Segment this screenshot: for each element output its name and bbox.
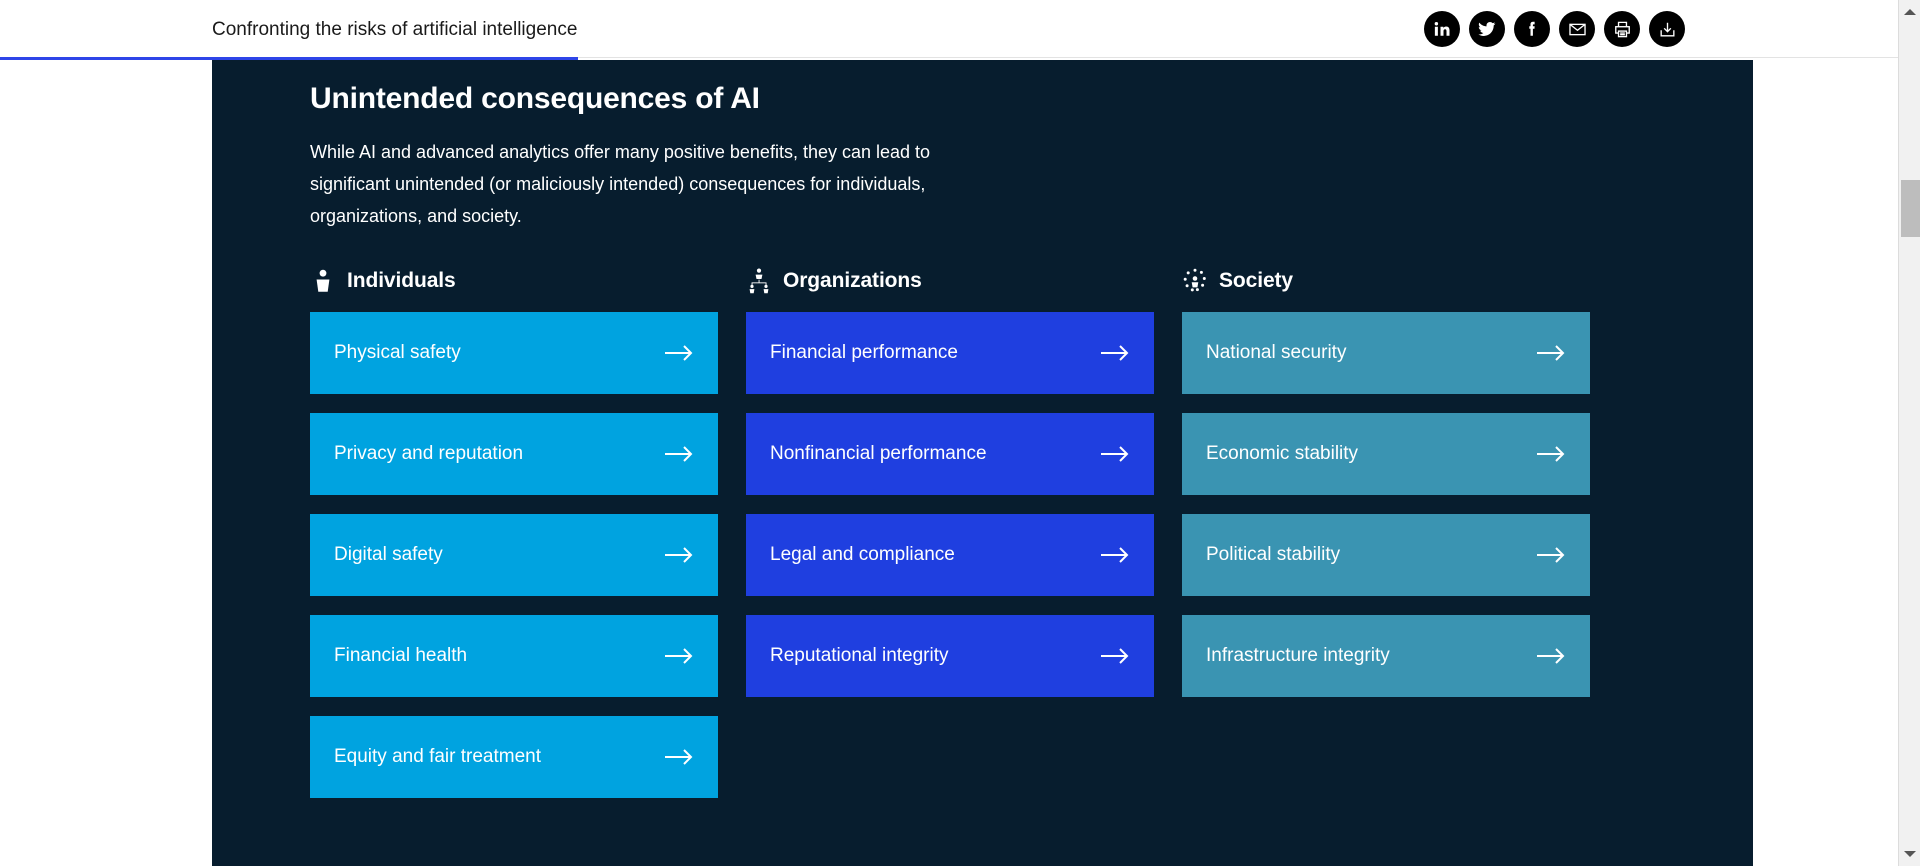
vertical-scrollbar[interactable]: [1898, 0, 1920, 866]
card-physical-safety[interactable]: Physical safety: [310, 312, 718, 394]
card-financial-health[interactable]: Financial health: [310, 615, 718, 697]
email-share-button[interactable]: [1559, 11, 1595, 47]
card-label: Digital safety: [334, 544, 443, 565]
card-label: Infrastructure integrity: [1206, 645, 1390, 666]
person-in-network-icon: [1182, 268, 1208, 294]
arrow-right-icon: [1100, 343, 1130, 363]
card-financial-performance[interactable]: Financial performance: [746, 312, 1154, 394]
card-equity-and-fair-treatment[interactable]: Equity and fair treatment: [310, 716, 718, 798]
card-label: Privacy and reputation: [334, 443, 524, 464]
print-icon: [1613, 20, 1632, 39]
card-digital-safety[interactable]: Digital safety: [310, 514, 718, 596]
card-national-security[interactable]: National security: [1182, 312, 1590, 394]
card-label: Legal and compliance: [770, 544, 955, 565]
column-society: Society National security Economic stabi…: [1182, 266, 1590, 817]
card-label: Political stability: [1206, 544, 1341, 565]
twitter-icon: [1478, 20, 1496, 38]
chevron-down-icon: [1904, 851, 1916, 857]
column-individuals: Individuals Physical safety Privacy and …: [310, 266, 718, 817]
card-political-stability[interactable]: Political stability: [1182, 514, 1590, 596]
card-legal-and-compliance[interactable]: Legal and compliance: [746, 514, 1154, 596]
chevron-up-icon: [1904, 9, 1916, 15]
card-label: Economic stability: [1206, 443, 1359, 464]
card-infrastructure-integrity[interactable]: Infrastructure integrity: [1182, 615, 1590, 697]
arrow-right-icon: [664, 545, 694, 565]
arrow-right-icon: [664, 343, 694, 363]
page-title: Confronting the risks of artificial inte…: [212, 19, 578, 40]
content-panel-inner: Unintended consequences of AI While AI a…: [310, 60, 1640, 817]
top-bar: Confronting the risks of artificial inte…: [0, 0, 1898, 58]
column-label-society: Society: [1219, 269, 1293, 292]
column-organizations: Organizations Financial performance Nonf…: [746, 266, 1154, 817]
reading-progress-fill: [0, 57, 578, 60]
card-reputational-integrity[interactable]: Reputational integrity: [746, 615, 1154, 697]
scroll-thumb[interactable]: [1901, 180, 1920, 237]
column-header-individuals: Individuals: [310, 266, 718, 296]
card-economic-stability[interactable]: Economic stability: [1182, 413, 1590, 495]
arrow-right-icon: [664, 747, 694, 767]
person-icon: [310, 268, 336, 294]
column-label-organizations: Organizations: [783, 269, 922, 292]
download-button[interactable]: [1649, 11, 1685, 47]
section-subtext: While AI and advanced analytics offer ma…: [310, 142, 931, 226]
column-label-individuals: Individuals: [347, 269, 456, 292]
arrow-right-icon: [1536, 545, 1566, 565]
facebook-share-button[interactable]: [1514, 11, 1550, 47]
card-nonfinancial-performance[interactable]: Nonfinancial performance: [746, 413, 1154, 495]
card-label: Equity and fair treatment: [334, 746, 541, 767]
card-label: Financial health: [334, 645, 468, 666]
arrow-right-icon: [1100, 444, 1130, 464]
arrow-right-icon: [1100, 545, 1130, 565]
email-icon: [1568, 20, 1587, 39]
facebook-icon: [1523, 20, 1541, 38]
share-bar: [1424, 11, 1685, 47]
content-panel: Unintended consequences of AI While AI a…: [212, 60, 1753, 866]
twitter-share-button[interactable]: [1469, 11, 1505, 47]
column-header-organizations: Organizations: [746, 266, 1154, 296]
arrow-right-icon: [1100, 646, 1130, 666]
card-label: Reputational integrity: [770, 645, 949, 666]
linkedin-share-button[interactable]: [1424, 11, 1460, 47]
arrow-right-icon: [664, 646, 694, 666]
section-heading: Unintended consequences of AI: [310, 82, 760, 115]
card-label: Physical safety: [334, 342, 461, 363]
scroll-up-arrow[interactable]: [1899, 2, 1920, 22]
arrow-right-icon: [664, 444, 694, 464]
linkedin-icon: [1433, 20, 1451, 38]
consequence-columns: Individuals Physical safety Privacy and …: [310, 266, 1640, 817]
org-chart-icon: [746, 268, 772, 294]
card-label: National security: [1206, 342, 1347, 363]
arrow-right-icon: [1536, 646, 1566, 666]
print-button[interactable]: [1604, 11, 1640, 47]
scroll-down-arrow[interactable]: [1899, 844, 1920, 864]
card-label: Financial performance: [770, 342, 958, 363]
download-icon: [1658, 20, 1677, 39]
card-privacy-and-reputation[interactable]: Privacy and reputation: [310, 413, 718, 495]
arrow-right-icon: [1536, 343, 1566, 363]
arrow-right-icon: [1536, 444, 1566, 464]
card-label: Nonfinancial performance: [770, 443, 987, 464]
column-header-society: Society: [1182, 266, 1590, 296]
